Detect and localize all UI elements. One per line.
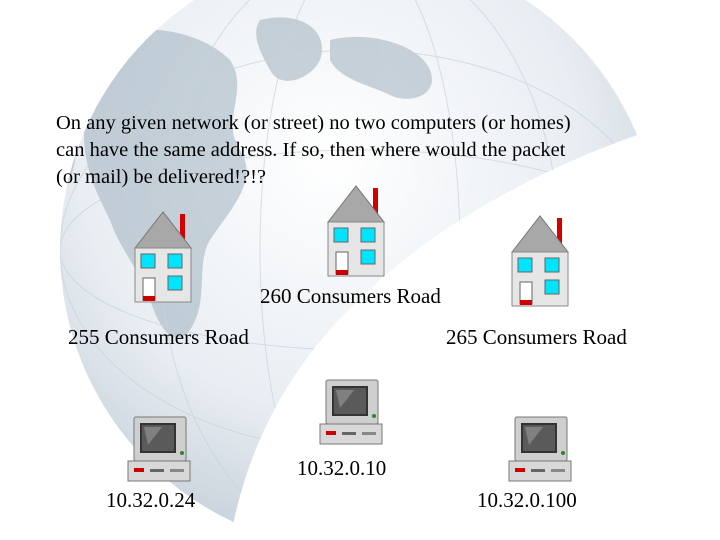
house-icon-260 bbox=[326, 185, 386, 277]
caption-line-3: (or mail) be delivered!?!? bbox=[56, 166, 267, 188]
address-label-265: 265 Consumers Road bbox=[446, 325, 627, 349]
address-label-260: 260 Consumers Road bbox=[260, 284, 441, 308]
caption-text: On any given network (or street) no two … bbox=[56, 110, 676, 191]
caption-line-1: On any given network (or street) no two … bbox=[56, 112, 571, 134]
computer-icon-10 bbox=[319, 379, 383, 445]
computer-icon-100 bbox=[508, 416, 572, 482]
ip-label-100: 10.32.0.100 bbox=[477, 488, 577, 512]
ip-label-10: 10.32.0.10 bbox=[297, 456, 387, 480]
address-label-255: 255 Consumers Road bbox=[68, 325, 249, 349]
house-icon-265 bbox=[510, 215, 570, 307]
computer-icon-24 bbox=[127, 416, 191, 482]
ip-label-24: 10.32.0.24 bbox=[106, 488, 196, 512]
house-icon-255 bbox=[133, 211, 193, 303]
caption-line-2: can have the same address. If so, then w… bbox=[56, 139, 566, 161]
